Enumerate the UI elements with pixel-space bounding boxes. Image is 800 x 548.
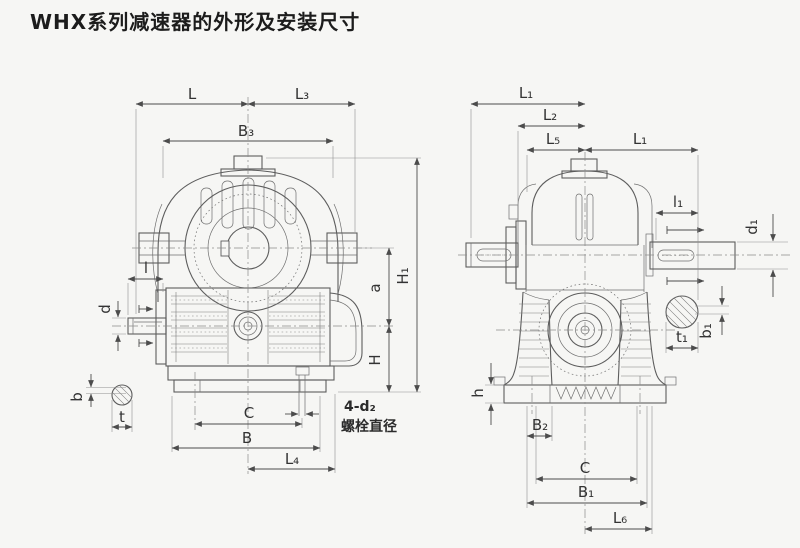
dim-label-a: a	[366, 283, 384, 292]
bearing-covers	[505, 220, 654, 292]
dim-label-B2: B₂	[532, 416, 548, 434]
dim-label-t1: t₁	[676, 328, 688, 346]
left-view: L L₃ B₃ H₁ a H l d b t C B L₄ 4-d₂ 螺栓直径	[68, 85, 421, 474]
dim-label-b1: b₁	[697, 323, 715, 339]
right-view-dimension-lines	[470, 101, 776, 532]
page-title: WHX系列减速器的外形及安装尺寸	[30, 10, 361, 34]
key-section-detail-right	[665, 295, 699, 329]
dim-label-H: H	[366, 354, 384, 365]
dim-label-C: C	[244, 404, 254, 422]
dim-label-C-right: C	[580, 459, 590, 477]
worm-housing-block	[155, 287, 331, 367]
dim-label-L3: L₃	[295, 85, 309, 103]
dome-cooling-slots	[200, 177, 297, 230]
dim-label-L5: L₅	[546, 130, 560, 148]
side-plug	[508, 204, 519, 220]
ribbed-legs	[503, 291, 667, 386]
dim-label-b: b	[68, 392, 86, 402]
left-view-dimension-lines	[88, 101, 420, 472]
dim-label-l: l	[144, 259, 148, 277]
dim-label-B1: B₁	[578, 483, 594, 501]
keyway-marks	[138, 305, 154, 347]
right-view: L₁ L₂ L₅ L₁ l₁ d₁ b₁ t₁ h B₂ C B₁ L₆	[458, 84, 792, 534]
dim-label-d1: d₁	[743, 219, 761, 235]
right-view-body	[465, 158, 736, 404]
dim-label-L2: L₂	[543, 106, 557, 124]
dim-label-H1: H₁	[394, 267, 412, 284]
dim-label-d: d	[96, 304, 114, 314]
dim-label-B3: B₃	[238, 122, 254, 140]
bore-keyway	[220, 240, 230, 257]
dim-label-B: B	[242, 429, 252, 447]
dim-label-L: L	[188, 85, 197, 103]
dim-label-L4: L₄	[285, 450, 299, 468]
right-view-centerlines	[458, 152, 792, 534]
bolt-note-text: 螺栓直径	[341, 418, 397, 435]
foundation-bolt	[295, 366, 310, 376]
dim-label-t: t	[119, 408, 125, 426]
left-view-labels: L L₃ B₃ H₁ a H l d b t C B L₄ 4-d₂ 螺栓直径	[68, 85, 412, 468]
right-view-extension-lines	[470, 109, 788, 534]
dim-label-L6: L₆	[613, 509, 627, 527]
dim-label-h: h	[469, 388, 487, 398]
dim-label-l1: l₁	[673, 193, 683, 211]
dim-label-L1-right: L₁	[633, 130, 647, 148]
base	[167, 365, 335, 416]
left-view-centerlines	[112, 97, 394, 474]
key-section-detail	[86, 384, 133, 406]
side-cover	[329, 292, 363, 367]
left-view-body	[86, 155, 363, 416]
right-view-labels: L₁ L₂ L₅ L₁ l₁ d₁ b₁ t₁ h B₂ C B₁ L₆	[469, 84, 761, 527]
oil-filler-cap-side	[561, 158, 608, 179]
worm-shaft-right	[649, 226, 736, 285]
dim-label-L1-top: L₁	[519, 84, 533, 102]
bolt-note-symbol: 4-d₂	[344, 399, 376, 415]
